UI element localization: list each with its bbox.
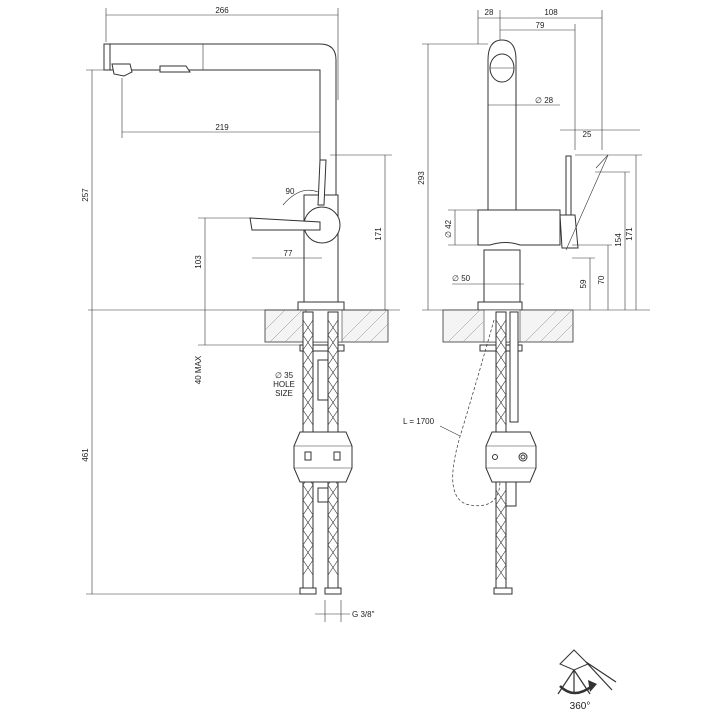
hole-size-label-1: ∅ 35 — [275, 371, 294, 380]
side-depth-inner-label: 79 — [536, 21, 545, 30]
side-base-dia-label: ∅ 50 — [452, 274, 471, 283]
rotation-label: 360° — [570, 701, 591, 712]
body-height-label: 171 — [374, 227, 383, 241]
front-width-label: 266 — [215, 6, 229, 15]
side-lever-top-outer-label: 171 — [625, 227, 634, 241]
lever-offset-label: 77 — [284, 249, 293, 258]
side-depth-label: 108 — [544, 8, 558, 17]
side-lever-top-label: 154 — [614, 233, 623, 247]
deck-thickness-label: 40 MAX — [194, 355, 203, 384]
front-height-label: 257 — [81, 188, 90, 202]
spout-reach-label: 219 — [215, 123, 229, 132]
side-height-label: 293 — [417, 171, 426, 185]
hole-size-label-2: HOLE — [273, 380, 295, 389]
side-spout-dia-label: ∅ 28 — [535, 96, 554, 105]
side-view: 28 108 79 ∅ 28 25 293 ∅ 42 — [403, 8, 650, 595]
side-lever-mid-label: 70 — [597, 275, 606, 284]
side-body-dia-label: ∅ 42 — [444, 219, 453, 238]
lever-angle-label: 90 — [286, 187, 295, 196]
rotation-360-icon: 360° — [557, 649, 617, 712]
side-spout-top-label: 28 — [485, 8, 494, 17]
side-lever-low-label: 59 — [579, 279, 588, 288]
front-view: 266 219 90 77 257 103 171 — [81, 6, 400, 622]
hose-length-label: 461 — [81, 448, 90, 462]
pull-hose-length-label: L = 1700 — [403, 417, 435, 426]
hole-size-label-3: SIZE — [275, 389, 293, 398]
lever-height-label: 103 — [194, 255, 203, 269]
connection-label: G 3/8" — [352, 610, 375, 619]
side-lever-dia-label: 25 — [583, 130, 592, 139]
